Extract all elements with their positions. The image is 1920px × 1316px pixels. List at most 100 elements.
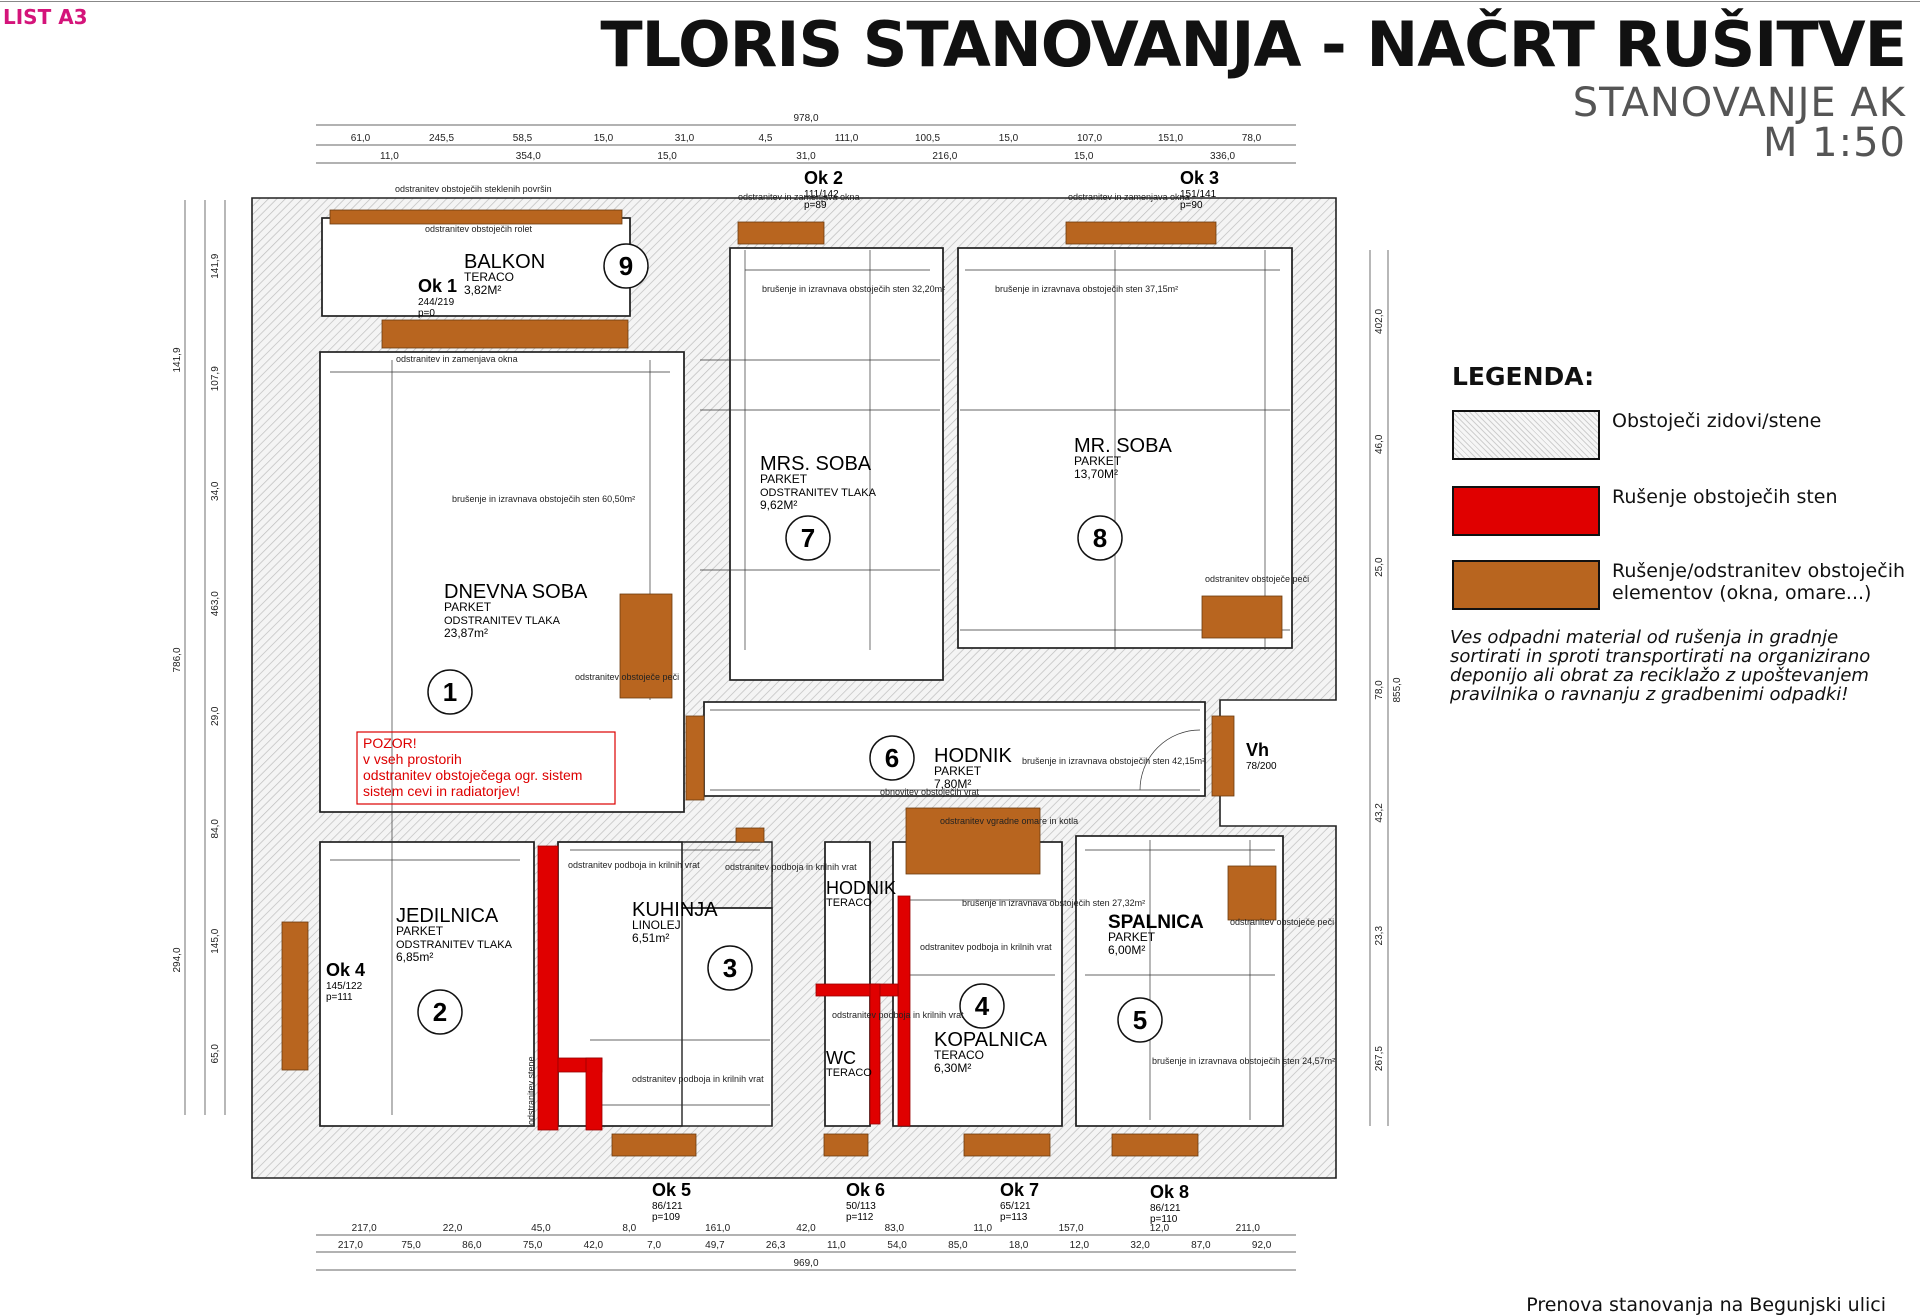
legend-label-removal-2: elementov (okna, omare...) <box>1612 582 1872 604</box>
dimension-label: 15,0 <box>657 151 677 162</box>
legend-title: LEGENDA: <box>1452 362 1595 391</box>
room-name: MRS. SOBA <box>760 453 872 475</box>
room-number: 6 <box>885 743 899 773</box>
dimension-label: 294,0 <box>172 947 183 972</box>
room-floor: PARKET <box>1108 930 1156 944</box>
dimension-label: 15,0 <box>1074 151 1094 162</box>
window-id: Ok 3 <box>1180 168 1219 188</box>
pozor-line-4: sistem cevi in radiatorjev! <box>363 783 520 799</box>
note-sanding-1: brušenje in izravnava obstoječih sten 60… <box>452 494 635 504</box>
dimension-label: 83,0 <box>885 1223 905 1234</box>
dimension-label: 54,0 <box>887 1240 907 1251</box>
room-floor: TERACO <box>464 270 514 284</box>
room-area: 13,70M² <box>1074 467 1118 481</box>
dimension-label: 92,0 <box>1252 1240 1272 1251</box>
dimension-label: 43,2 <box>1374 803 1385 823</box>
dimension-label: 336,0 <box>1210 151 1235 162</box>
room-floor: PARKET <box>444 600 492 614</box>
window-size: 86/121 <box>652 1201 683 1212</box>
waste-note: Ves odpadni material od rušenja in gradn… <box>1450 627 1871 705</box>
dimension-label: 58,5 <box>513 133 533 144</box>
dimension-label: 42,0 <box>796 1223 816 1234</box>
page-subtitle: STANOVANJE AK <box>1572 80 1906 126</box>
note-glass: odstranitev obstoječih steklenih površin <box>395 184 552 194</box>
room-number-circle <box>603 243 649 289</box>
dimension-label: 402,0 <box>1374 308 1385 333</box>
dimension-label: 85,0 <box>948 1240 968 1251</box>
window-sill: p=89 <box>804 200 827 211</box>
removal-elements <box>281 209 1283 1157</box>
room-action: ODSTRANITEV TLAKA <box>444 615 561 627</box>
room-number: 1 <box>443 677 457 707</box>
window-id: Vh <box>1246 740 1269 760</box>
dimension-label: 78,0 <box>1242 133 1262 144</box>
window-size: 78/200 <box>1246 761 1277 772</box>
dimension-label: 217,0 <box>352 1223 377 1234</box>
room-floor: TERACO <box>934 1048 984 1062</box>
note-doors: obnovitev obstoječih vrat <box>880 787 980 797</box>
dimension-label: 22,0 <box>443 1223 463 1234</box>
dimension-label: 111,0 <box>835 133 859 144</box>
note-frames-2: odstranitev podboja in krilnih vrat <box>725 862 857 872</box>
room-number-circle <box>427 669 473 715</box>
note-wardrobe: odstranitev vgradne omare in kotla <box>940 816 1078 826</box>
room-number: 8 <box>1093 523 1107 553</box>
note-frames-4: odstranitev podboja in krilnih vrat <box>920 942 1052 952</box>
top-border-line <box>0 1 1920 2</box>
legend-swatch-demolition <box>1452 486 1600 536</box>
dimension-label: 141,9 <box>210 253 221 278</box>
room-floor: PARKET <box>934 764 982 778</box>
dimension-label: 11,0 <box>973 1223 992 1234</box>
page-title: TLORIS STANOVANJA - NAČRT RUŠITVE <box>600 8 1907 81</box>
window-size: 145/122 <box>326 981 363 992</box>
legend-label-demolition: Rušenje obstoječih sten <box>1612 486 1838 508</box>
dimension-label: 217,0 <box>338 1240 363 1251</box>
dimension-label: 75,0 <box>523 1240 543 1251</box>
room-number: 3 <box>723 953 737 983</box>
dimension-label: 11,0 <box>380 151 399 162</box>
dimension-label: 46,0 <box>1374 434 1385 454</box>
window-id: Ok 6 <box>846 1180 885 1200</box>
demolition-walls <box>537 845 911 1131</box>
dimension-label: 25,0 <box>1374 557 1385 577</box>
dimension-label: 161,0 <box>705 1223 730 1234</box>
dimension-label: 78,0 <box>1374 680 1385 700</box>
room-number-circle <box>707 945 753 991</box>
note-rolet: odstranitev obstoječih rolet <box>425 224 533 234</box>
note-window-3: odstranitev in zamenjava okna <box>1068 192 1190 202</box>
note-window-1: odstranitev in zamenjava okna <box>396 354 518 364</box>
dimension-label: 12,0 <box>1070 1240 1090 1251</box>
window-sill: p=111 <box>326 992 353 1003</box>
room-number: 5 <box>1133 1005 1147 1035</box>
dimension-label: 11,0 <box>827 1240 846 1251</box>
dimension-label: 42,0 <box>584 1240 604 1251</box>
window-sill: p=112 <box>846 1212 874 1223</box>
window-id: Ok 8 <box>1150 1182 1189 1202</box>
note-stove-8: odstranitev obstoječe peči <box>1205 574 1309 584</box>
room-number: 2 <box>433 997 447 1027</box>
window-size: 50/113 <box>846 1201 876 1212</box>
window-size: 151/141 <box>1180 189 1217 200</box>
note-wall-removal: odstranitev stene <box>526 1056 536 1125</box>
room-number: 9 <box>619 251 633 281</box>
room-floor: PARKET <box>760 472 808 486</box>
dimension-label: 463,0 <box>210 591 221 616</box>
dimension-label: 4,5 <box>759 133 773 144</box>
dimension-label: 216,0 <box>932 151 957 162</box>
window-id: Ok 7 <box>1000 1180 1039 1200</box>
pozor-line-3: odstranitev obstoječega ogr. sistem <box>363 767 582 783</box>
dimension-label: 18,0 <box>1009 1240 1029 1251</box>
dimension-label: 245,5 <box>429 133 454 144</box>
dimension-label: 45,0 <box>531 1223 551 1234</box>
dimension-label: 8,0 <box>622 1223 636 1234</box>
window-size: 65/121 <box>1000 1201 1031 1212</box>
dimension-label: 354,0 <box>516 151 541 162</box>
room-area: 3,82M² <box>464 283 501 297</box>
note-frames-5: odstranitev podboja in krilnih vrat <box>832 1010 964 1020</box>
dimension-label: 87,0 <box>1191 1240 1211 1251</box>
room-action: ODSTRANITEV TLAKA <box>396 939 513 951</box>
legend-label-walls: Obstoječi zidovi/stene <box>1612 410 1822 432</box>
